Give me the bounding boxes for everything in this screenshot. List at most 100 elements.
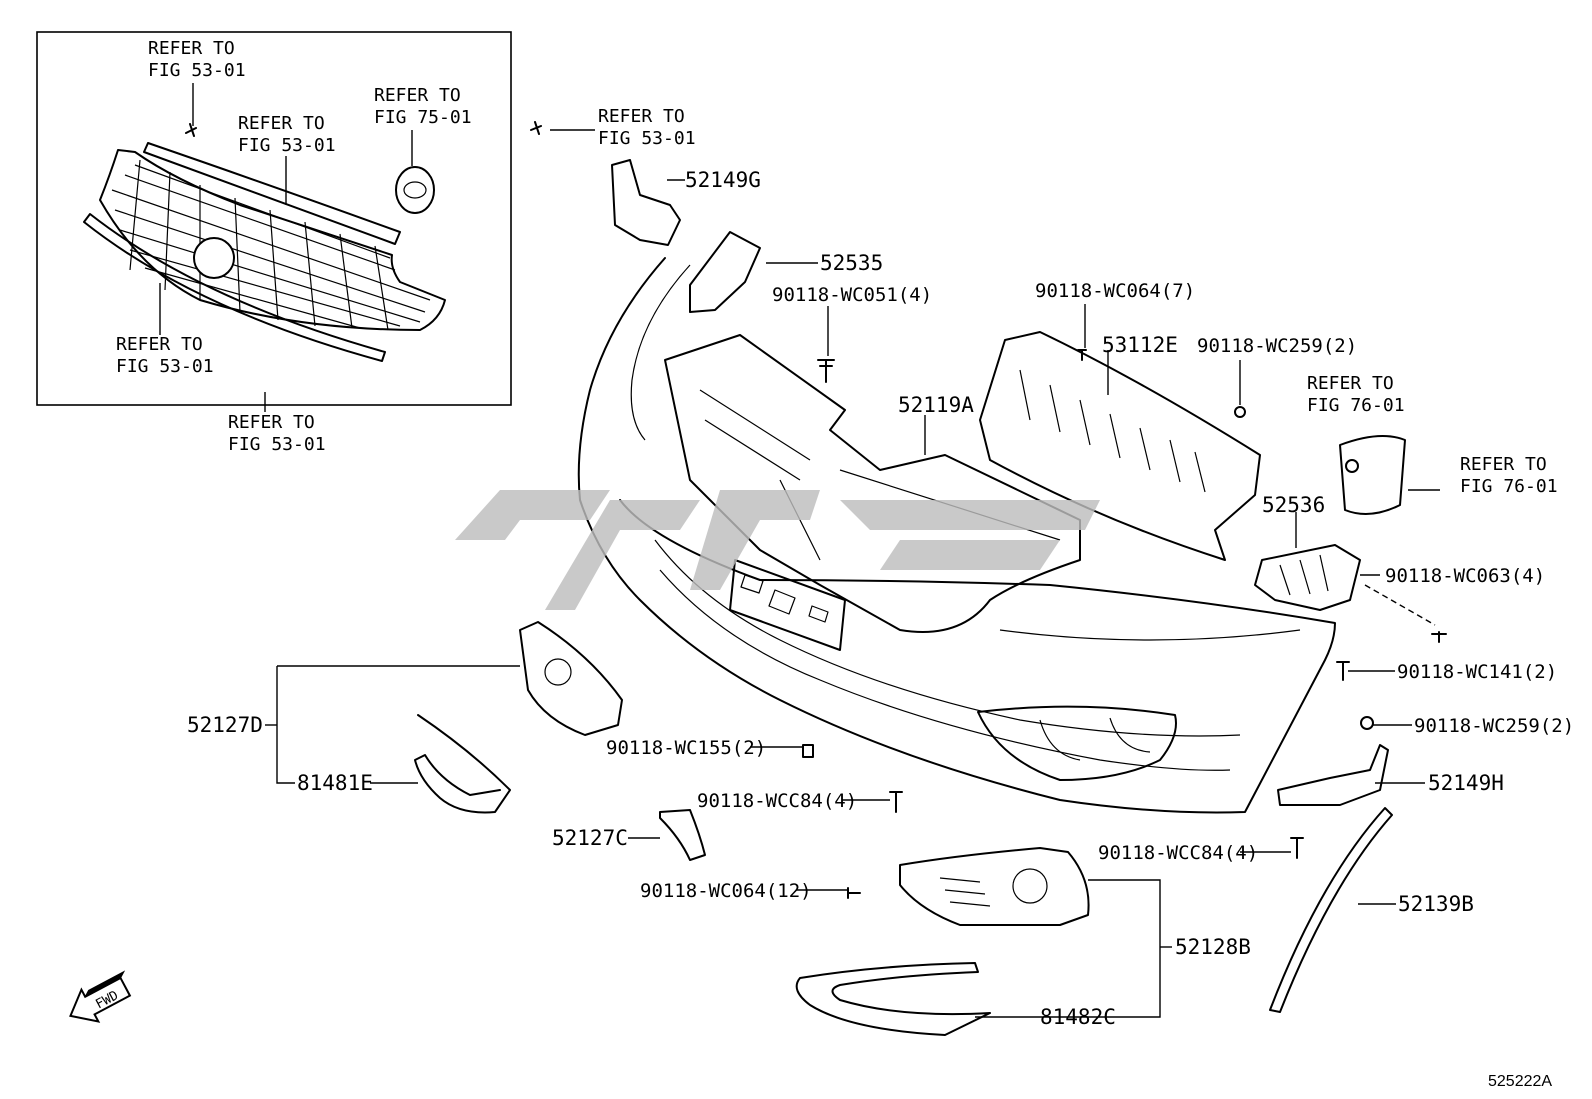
part-label: 90118-WCC84(4) [697, 790, 857, 812]
part-label: 90118-WC141(2) [1397, 661, 1557, 683]
ref-label-line1: REFER TO [238, 113, 325, 134]
fwd-arrow-icon: FWD [69, 970, 132, 1023]
part-label: 52535 [820, 251, 883, 275]
fog-lamp-cover-left [519, 621, 623, 736]
upper-grille-molding [143, 142, 401, 245]
inset-screw [185, 123, 197, 137]
absorber-53112E [979, 331, 1261, 561]
retainer-ribs [699, 389, 1061, 561]
lower-grille-ribs [1039, 717, 1151, 761]
diagram-id: 525222A [1488, 1073, 1552, 1090]
screw-icon [847, 887, 861, 899]
ref-label-line2: FIG 53-01 [228, 434, 326, 455]
screw-icon [1290, 837, 1304, 859]
retainer-52536-outline [1254, 544, 1361, 611]
ref-label-line1: REFER TO [1460, 454, 1547, 475]
lower-grille-opening [977, 705, 1177, 781]
retainer-52536 [1254, 544, 1361, 611]
ref-label-line1: REFER TO [374, 85, 461, 106]
radiator-grille [99, 149, 446, 331]
part-label: 90118-WCC84(4) [1098, 842, 1258, 864]
screw-icon [1431, 631, 1447, 643]
absorber-cells [1019, 369, 1206, 493]
bumper-crease [654, 539, 1241, 737]
part-label: 52149H [1428, 771, 1504, 795]
fog-lamp-hole-left [544, 658, 572, 686]
bumper-reinforcement-52119A [664, 334, 1081, 633]
trim-81481E [414, 714, 511, 814]
fog-cover-right-outline [899, 847, 1090, 926]
screw-icon [1336, 661, 1350, 681]
ref-label-line1: REFER TO [148, 38, 235, 59]
part-label: 52119A [898, 393, 974, 417]
part-label: 52127D [187, 713, 263, 737]
clip-icon [1234, 406, 1246, 418]
part-label: 52127C [552, 826, 628, 850]
side-strip-52139B [1269, 807, 1393, 1013]
part-label: 81482C [1040, 1005, 1116, 1029]
part-label: 53112E [1102, 333, 1178, 357]
emblem-inner [403, 181, 427, 199]
absorber-outline [979, 331, 1261, 561]
bracket-52149G-outline [611, 159, 681, 246]
retainer-52535-outline [689, 231, 761, 313]
clip-icon [817, 359, 835, 383]
ref-label-line2: FIG 53-01 [238, 135, 336, 156]
emblem [395, 166, 435, 214]
part-label: 90118-WC259(2) [1197, 335, 1357, 357]
ref-label-line2: FIG 76-01 [1307, 395, 1405, 416]
clip-icon [1345, 459, 1359, 473]
grille-emblem-mount [193, 237, 235, 279]
fog-lamp-hole-right [1012, 868, 1048, 904]
part-label: 52536 [1262, 493, 1325, 517]
bumper-upper-edge [999, 629, 1301, 641]
ref-label-line2: FIG 53-01 [598, 128, 696, 149]
part-label: 90118-WC155(2) [606, 737, 766, 759]
part-label: 90118-WC064(7) [1035, 280, 1195, 302]
upper-retainer-outline [664, 334, 1081, 633]
screw-icon [1077, 349, 1087, 361]
bumper-lower-crease [659, 569, 1231, 771]
part-label: 90118-WC063(4) [1385, 565, 1545, 587]
retainer-52536-ribs [1279, 554, 1329, 596]
ref-label-line1: REFER TO [1307, 373, 1394, 394]
bracket-52149G [611, 159, 681, 246]
part-label: 52128B [1175, 935, 1251, 959]
ref-label-line1: REFER TO [598, 106, 685, 127]
bracket-52127C [659, 809, 706, 861]
watermark-logo [455, 490, 1100, 610]
part-label: 52149G [685, 168, 761, 192]
bumper-side-edge [630, 264, 691, 441]
clip-icon [802, 744, 814, 758]
lower-grille-molding [83, 213, 386, 362]
fender-liner-outline [1339, 435, 1406, 515]
fasteners [530, 121, 1447, 899]
part-label: 90118-WC259(2) [1414, 715, 1574, 737]
grille-mesh [111, 159, 431, 331]
ref-label-line2: FIG 53-01 [148, 60, 246, 81]
ref-label-line1: REFER TO [116, 334, 203, 355]
ref-label-line2: FIG 53-01 [116, 356, 214, 377]
ref-label-line1: REFER TO [228, 412, 315, 433]
fog-cover-right-slats [939, 877, 991, 907]
ref-label-line2: FIG 76-01 [1460, 476, 1558, 497]
clip-icon [1360, 716, 1374, 730]
part-label: 90118-WC064(12) [640, 880, 812, 902]
part-label: 81481E [297, 771, 373, 795]
bracket-52149H-outline [1277, 744, 1389, 806]
part-labels: REFER TO FIG 53-01 REFER TO FIG 76-01 RE… [187, 106, 1574, 1029]
fog-lamp-cover-right [899, 847, 1090, 926]
retainer-52535 [689, 231, 761, 313]
leader-lines [265, 129, 1440, 1018]
screw-icon [530, 121, 542, 135]
bracket-52149H [1277, 744, 1389, 806]
fog-cover-left-outline [519, 621, 623, 736]
license-plate-bracket [729, 559, 846, 651]
ref-label-line2: FIG 75-01 [374, 107, 472, 128]
screw-icon [889, 791, 903, 813]
trim-81482C [795, 962, 991, 1036]
fender-liner-piece [1339, 435, 1406, 515]
plate-bracket-holes [740, 574, 829, 623]
part-label: 90118-WC051(4) [772, 284, 932, 306]
